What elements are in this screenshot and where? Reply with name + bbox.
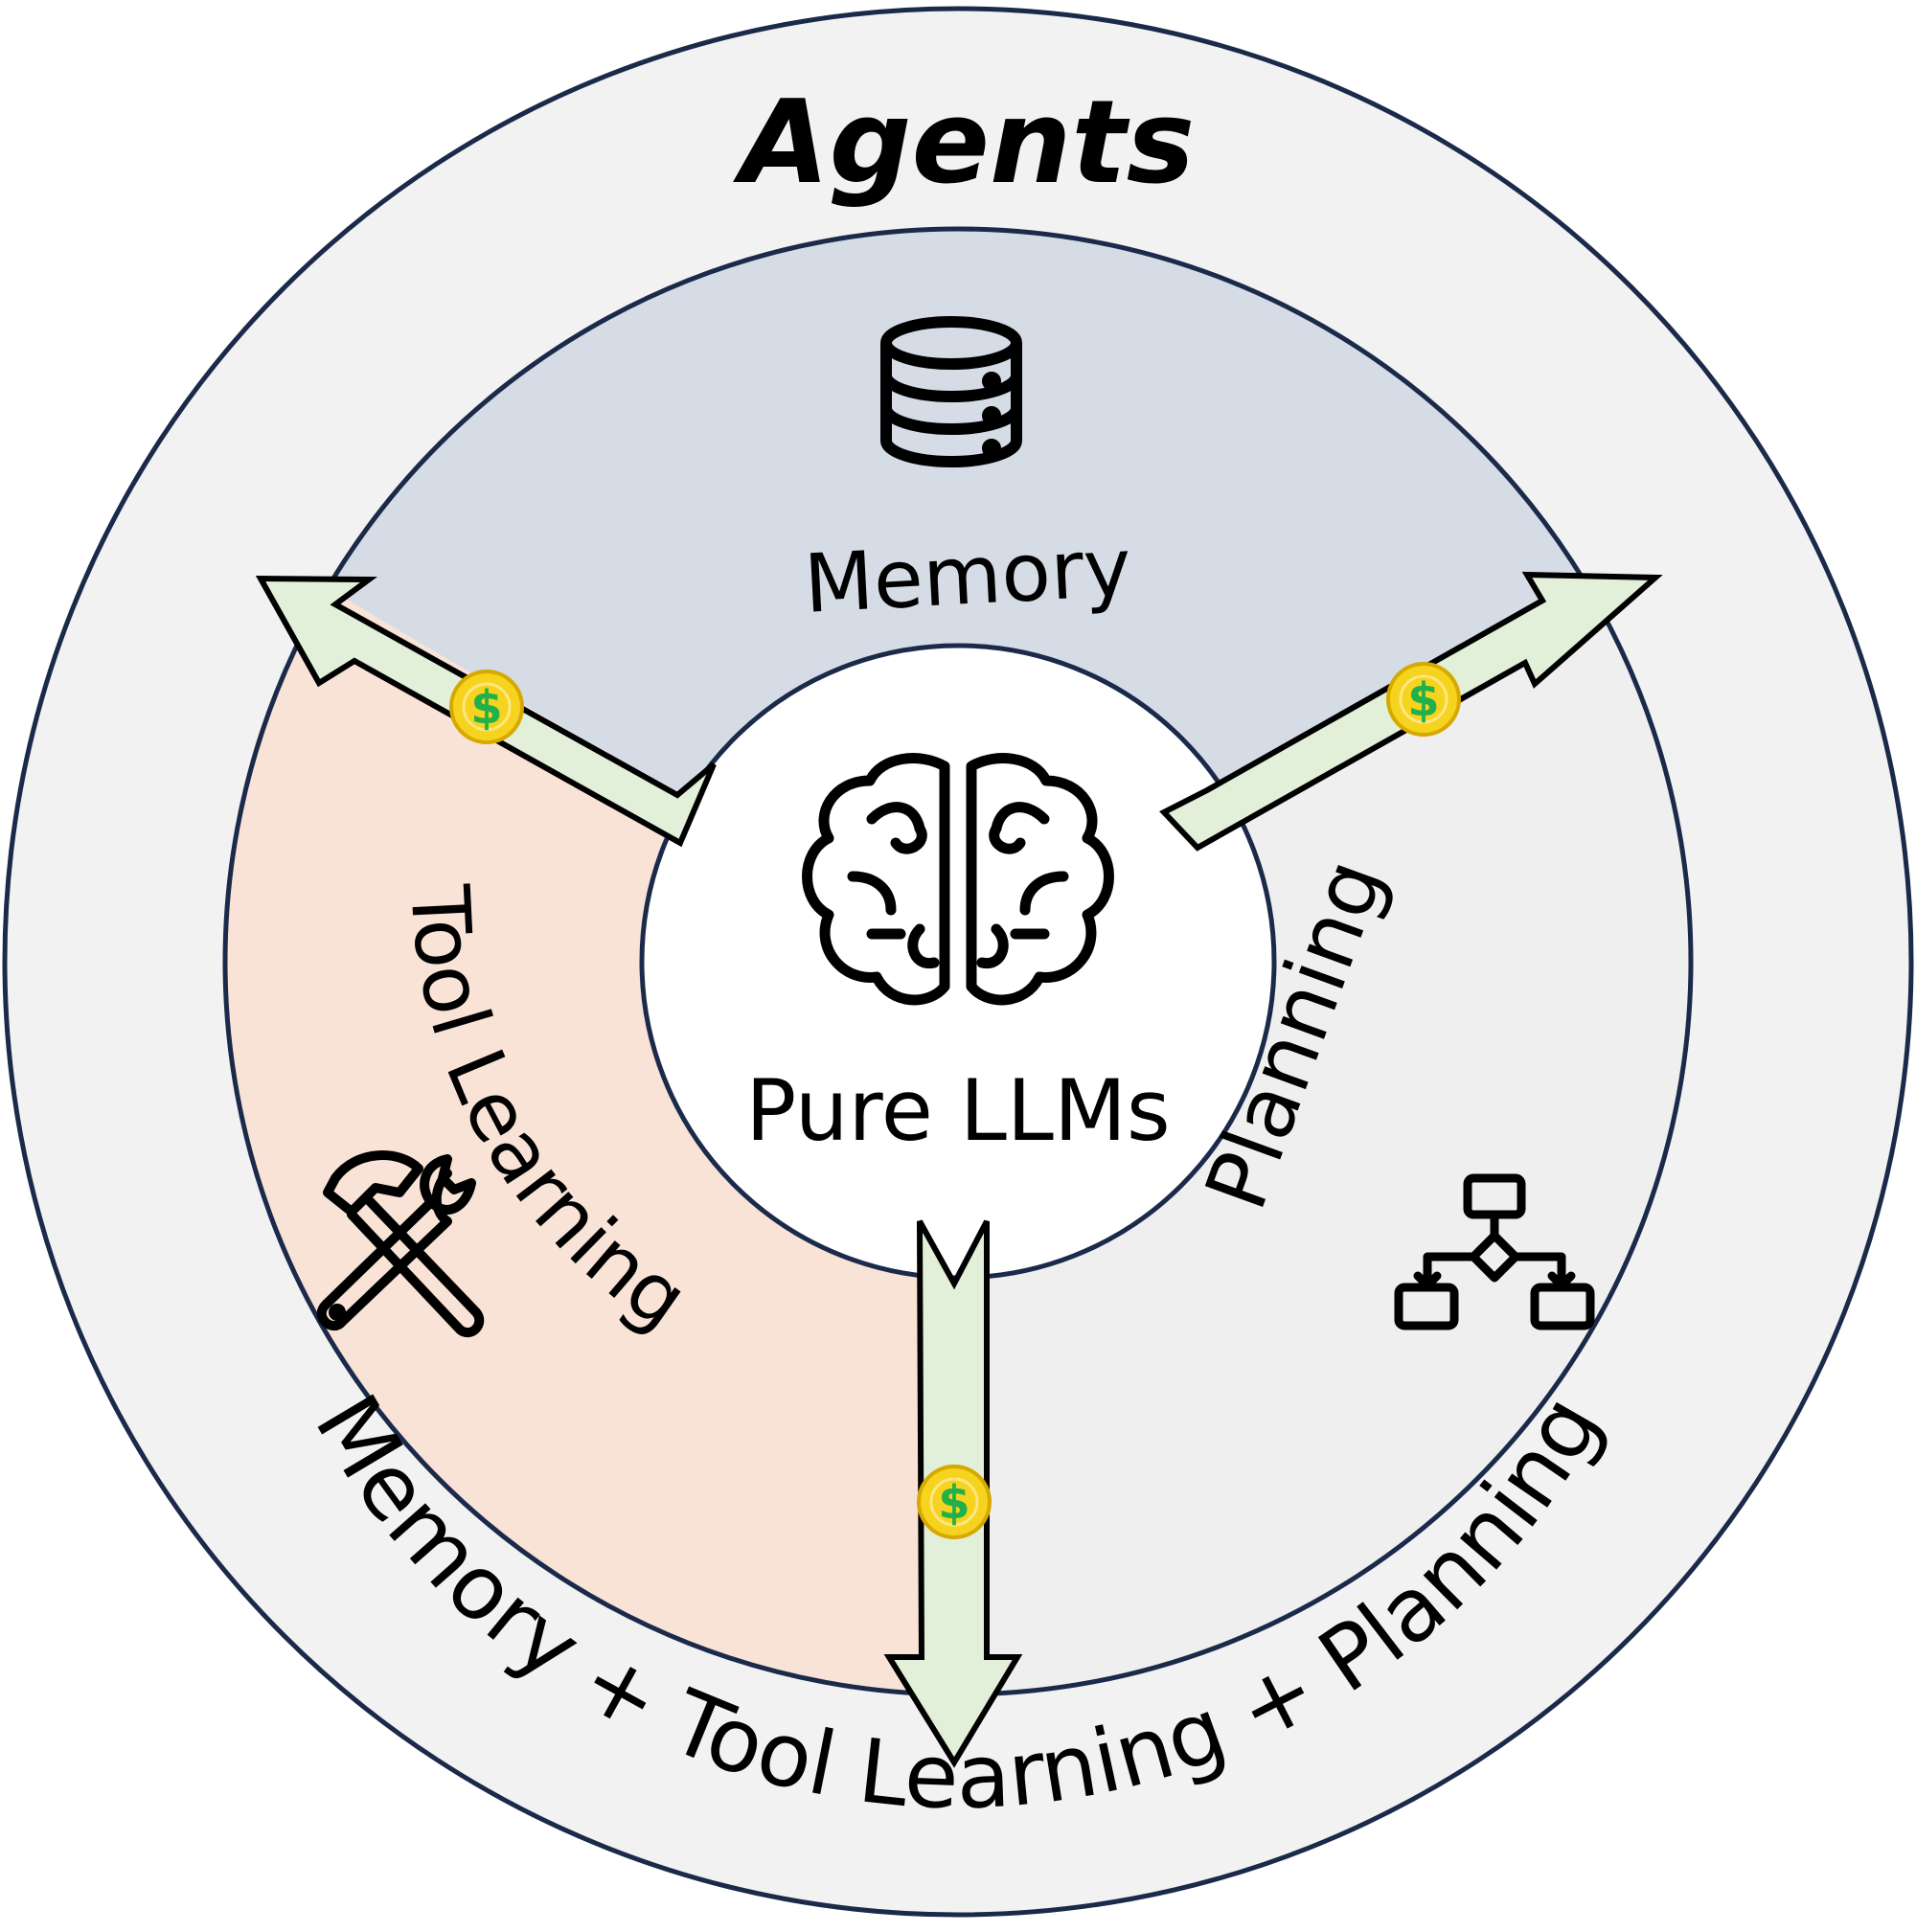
memory-sector <box>328 229 1588 963</box>
svg-text:$: $ <box>470 681 502 735</box>
diagram-title: Agents <box>733 77 1195 210</box>
coin-icon: $ <box>449 670 524 744</box>
svg-text:$: $ <box>1407 673 1439 727</box>
svg-text:$: $ <box>938 1476 969 1530</box>
memory-label: Memory <box>802 520 1133 631</box>
flowchart-icon <box>1394 1173 1595 1330</box>
coin-icon: $ <box>1386 662 1461 737</box>
database-icon <box>880 316 1022 467</box>
inner-circle <box>639 643 1277 1281</box>
hammer-wrench-icon <box>316 1150 485 1338</box>
center-label: Pure LLMs <box>745 1061 1170 1160</box>
coins: $ $ $ <box>449 662 1461 1539</box>
coin-icon: $ <box>917 1465 992 1539</box>
brain-icon <box>802 753 1114 1006</box>
